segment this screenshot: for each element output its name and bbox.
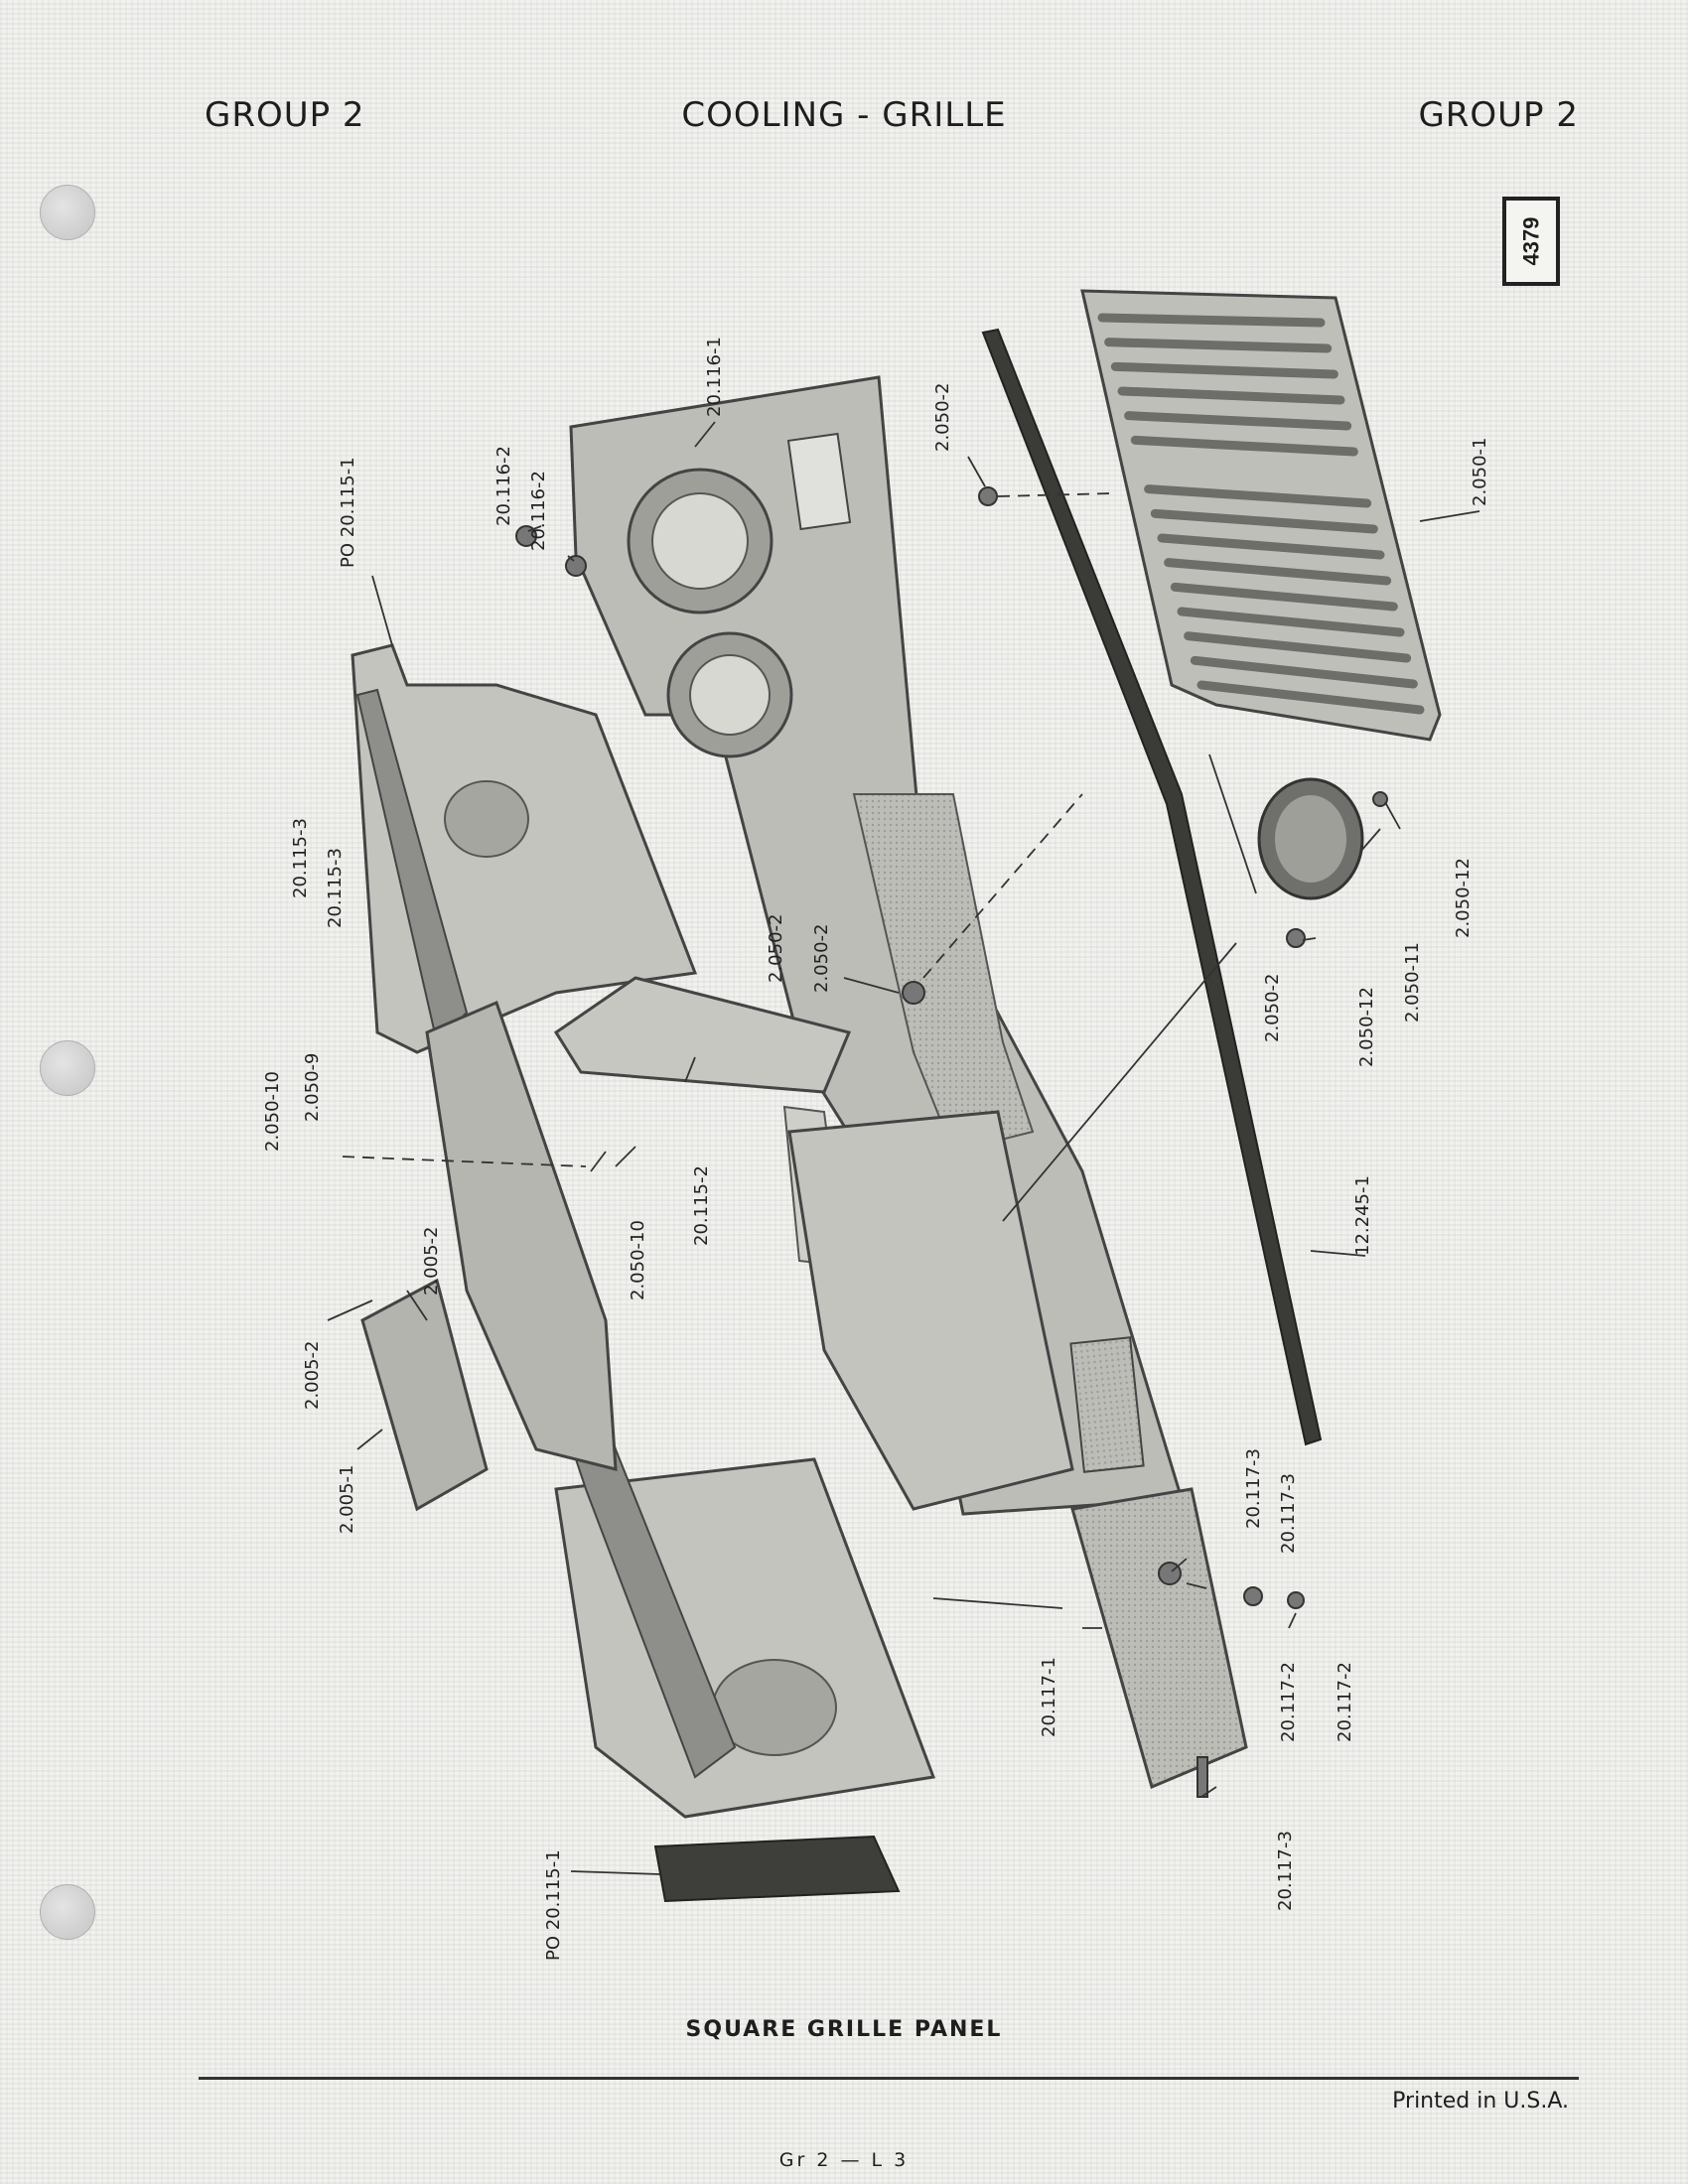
callout-2-050-2-top: 2.050-2 <box>932 383 953 452</box>
grille-slot <box>1196 680 1425 715</box>
grille-slot <box>1097 313 1326 328</box>
grille-slot <box>1177 607 1405 637</box>
nut-2-050-12 <box>1286 928 1306 948</box>
callout-2-050-2-mid-b: 2.050-2 <box>811 924 832 993</box>
plate-number-box: 4379 <box>1502 197 1560 286</box>
group-label-right: GROUP 2 <box>1418 95 1579 135</box>
callout-20-117-3-bottom: 20.117-3 <box>1275 1831 1296 1911</box>
callout-labels: 20.116-1 20.116-2 20.116-2 2.050-2 2.050… <box>262 337 1490 1961</box>
callout-12-245-1: 12.245-1 <box>1352 1175 1373 1256</box>
center-support <box>425 1000 618 1471</box>
callout-2-005-2-left: 2.005-2 <box>302 1341 323 1410</box>
right-side-panel <box>787 1110 1074 1511</box>
callout-20-115-3-a: 20.115-3 <box>290 818 311 898</box>
page-title: COOLING - GRILLE <box>681 95 1007 135</box>
callout-20-117-2-a: 20.117-2 <box>1278 1662 1299 1742</box>
binder-hole-middle <box>40 1040 95 1096</box>
callout-2-050-11: 2.050-11 <box>1402 942 1423 1023</box>
callout-2-050-12-b: 2.050-12 <box>1453 858 1474 938</box>
grille-slot <box>1164 558 1392 586</box>
grille-slot <box>1110 361 1338 379</box>
fasteners <box>515 486 1388 1798</box>
callout-20-117-3-b: 20.117-3 <box>1278 1473 1299 1554</box>
binder-hole-bottom <box>40 1884 95 1940</box>
grille-slot <box>1170 582 1398 612</box>
callout-po-20-115-1-bottom: PO 20.115-1 <box>543 1849 564 1961</box>
leader-lines <box>327 421 1480 1875</box>
washer-20-116-2 <box>565 555 587 577</box>
callout-2-050-12-a: 2.050-12 <box>1356 987 1377 1067</box>
grille-slot <box>1184 631 1412 663</box>
callout-20-117-2-b: 20.117-2 <box>1335 1662 1355 1742</box>
callout-20-115-3-b: 20.115-3 <box>325 848 346 928</box>
screw-2-050-12 <box>1372 791 1388 807</box>
pin-20-117-3 <box>1196 1756 1208 1798</box>
callout-20-115-2: 20.115-2 <box>691 1165 712 1246</box>
callout-2-005-1: 2.005-1 <box>337 1465 357 1534</box>
callout-2-050-2-right: 2.050-2 <box>1262 974 1283 1042</box>
grille-slot <box>1157 533 1385 560</box>
grille-insert <box>1080 289 1442 742</box>
left-upper-side-panel <box>351 643 698 1054</box>
callout-2-050-10-right: 2.050-10 <box>628 1220 648 1300</box>
figure-caption: SQUARE GRILLE PANEL <box>685 2017 1003 2042</box>
callout-2-050-2-mid-a: 2.050-2 <box>766 914 786 983</box>
callout-20-116-2-b: 20.116-2 <box>528 471 549 551</box>
callout-20-116-2-a: 20.116-2 <box>493 446 514 526</box>
callout-po-20-115-1-top: PO 20.115-1 <box>338 457 358 568</box>
screw-2-050-2-top <box>978 486 998 506</box>
bottom-seal <box>653 1835 901 1903</box>
side-bracket <box>553 976 852 1094</box>
binder-hole-top <box>40 185 95 240</box>
callout-20-117-1: 20.117-1 <box>1039 1657 1059 1737</box>
page-number: Gr 2 — L 3 <box>778 2149 910 2171</box>
washer-2-050-2-mid <box>902 981 925 1005</box>
washer-20-117-2 <box>1243 1586 1263 1606</box>
grille-slot <box>1130 435 1358 457</box>
seal-strip <box>981 328 1323 1446</box>
callout-2-050-9: 2.050-9 <box>302 1053 323 1122</box>
grille-slot <box>1150 508 1378 534</box>
bolt-20-117-2 <box>1287 1591 1305 1609</box>
callout-2-050-10-left: 2.050-10 <box>262 1071 283 1152</box>
small-cover-plate <box>360 1278 489 1512</box>
grille-slot <box>1144 484 1372 508</box>
group-label-left: GROUP 2 <box>205 95 365 135</box>
round-vent-grille <box>1257 777 1364 900</box>
callout-20-117-3-a: 20.117-3 <box>1243 1448 1264 1529</box>
callout-20-116-1: 20.116-1 <box>704 337 725 417</box>
bolt-20-116-2 <box>515 525 537 547</box>
callout-2-005-2-top: 2.005-2 <box>421 1227 442 1296</box>
footer-rule <box>199 2077 1579 2080</box>
grille-slot <box>1104 338 1333 353</box>
callout-2-050-1: 2.050-1 <box>1470 438 1490 506</box>
printed-in: Printed in U.S.A. <box>1392 2089 1569 2114</box>
grille-slot <box>1117 386 1345 405</box>
grille-slot <box>1137 460 1365 482</box>
grille-slot <box>1190 655 1418 689</box>
grille-slot <box>1124 411 1352 431</box>
